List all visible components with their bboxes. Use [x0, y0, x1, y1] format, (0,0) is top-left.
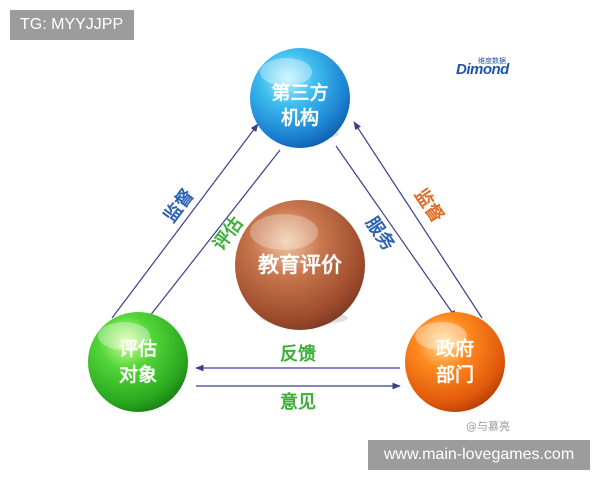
- dimond-logo: 维度数据 Dimond: [456, 56, 520, 78]
- node-center: 教育评价: [235, 200, 365, 330]
- arrow-left-to-top: [111, 123, 259, 319]
- node-top-line1: 第三方: [271, 81, 328, 104]
- node-left-line1: 评估: [119, 337, 157, 360]
- node-right: 政府 部门: [405, 312, 505, 412]
- arrow-top-to-right: [335, 145, 457, 319]
- edge-label-bottom-top: 反馈: [280, 343, 316, 365]
- node-center-label: 教育评价: [258, 253, 343, 277]
- edge-label-left-outer: 监督: [159, 185, 198, 227]
- watermark-top: TG: MYYJJPP: [10, 10, 134, 40]
- logo-chinese-text: 维度数据: [478, 57, 506, 65]
- node-left: 评估 对象: [88, 312, 188, 412]
- node-right-line1: 政府: [436, 337, 474, 360]
- author-credit: @与慕亮: [466, 420, 510, 433]
- edge-label-bottom-bottom: 意见: [280, 391, 316, 413]
- edge-label-right-outer: 监督: [410, 184, 448, 226]
- logo-text: Dimond: [456, 61, 509, 78]
- node-right-line2: 部门: [436, 363, 474, 386]
- node-left-line2: 对象: [119, 363, 157, 386]
- edge-label-right-inner: 服务: [361, 212, 400, 255]
- arrow-right-to-top: [353, 121, 483, 319]
- node-top-line2: 机构: [281, 106, 319, 129]
- node-top: 第三方 机构: [250, 48, 350, 148]
- arrow-top-to-left: [141, 149, 281, 327]
- watermark-bottom: www.main-lovegames.com: [368, 440, 590, 470]
